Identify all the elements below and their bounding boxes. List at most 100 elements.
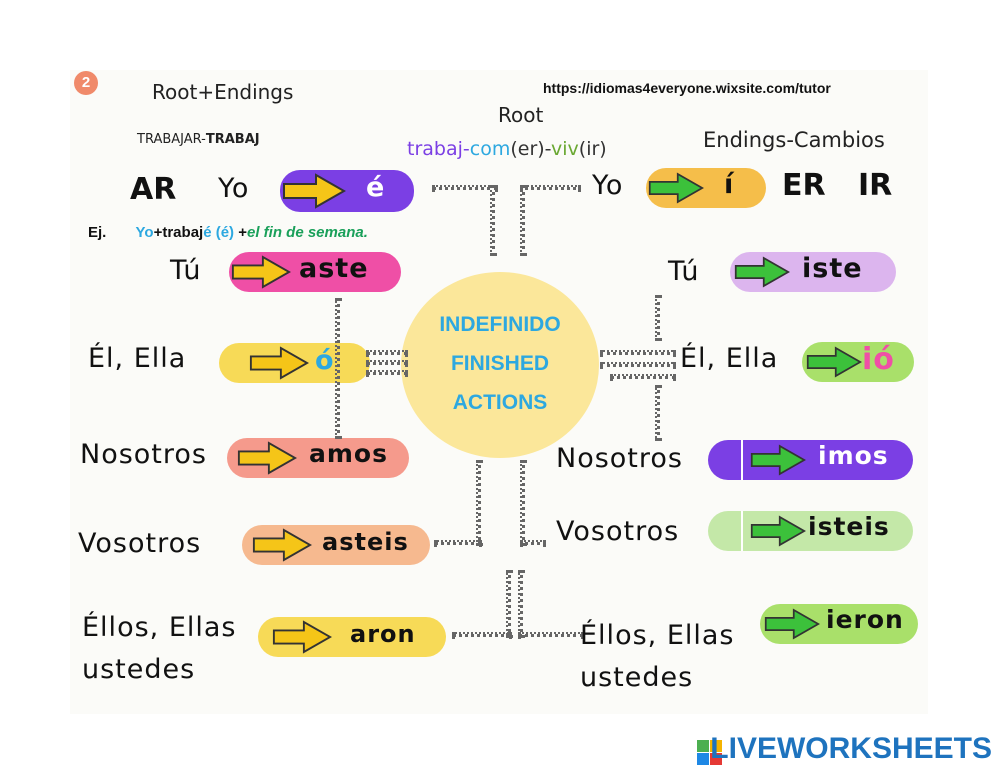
right-ustedes-pronoun: ustedes xyxy=(580,662,694,693)
connector xyxy=(520,540,546,545)
connector xyxy=(476,460,481,546)
connector xyxy=(506,570,511,638)
root-com: com xyxy=(469,138,511,160)
right-nosotros-ending-pill: imos xyxy=(708,440,913,480)
right-nosotros-pronoun: Nosotros xyxy=(556,443,683,474)
page-number-badge: 2 xyxy=(74,71,98,95)
left-yo-pronoun: Yo xyxy=(218,173,250,204)
right-yo-pronoun: Yo xyxy=(592,170,624,201)
right-el-pronoun: Él, Ella xyxy=(680,343,779,374)
yellow-arrow-icon xyxy=(272,620,332,654)
right-ellos-pronoun: Éllos, Ellas xyxy=(580,620,735,651)
left-yo-ending: é xyxy=(366,172,386,203)
connector xyxy=(518,632,584,637)
connector xyxy=(366,360,408,365)
ir-label: IR xyxy=(858,168,893,203)
green-arrow-icon xyxy=(734,256,790,288)
pill-divider xyxy=(741,440,743,480)
right-ellos-ending-pill: ieron xyxy=(760,604,918,644)
root-er: (er)- xyxy=(510,138,552,160)
tutor-url-link[interactable]: https://idiomas4everyone.wixsite.com/tut… xyxy=(543,80,831,96)
left-ellos-ending-pill: aron xyxy=(258,617,446,657)
pill-divider xyxy=(741,511,743,551)
left-el-ending: ó xyxy=(315,345,335,376)
root-viv: viv xyxy=(551,138,579,160)
left-el-ending-pill: ó xyxy=(219,343,370,383)
connector xyxy=(655,295,660,341)
center-circle xyxy=(401,272,599,458)
left-nosotros-ending: amos xyxy=(309,439,388,468)
green-arrow-icon xyxy=(764,608,820,640)
connector xyxy=(452,632,512,637)
left-ustedes-pronoun: ustedes xyxy=(82,654,196,685)
connector xyxy=(520,185,525,256)
left-el-pronoun: Él, Ella xyxy=(88,343,187,374)
example-plus: + xyxy=(238,224,247,241)
example-paren: (é) xyxy=(215,224,235,241)
yellow-arrow-icon xyxy=(283,173,346,209)
left-ellos-ending: aron xyxy=(350,620,416,648)
right-ellos-ending: ieron xyxy=(826,605,904,634)
connector xyxy=(366,350,408,355)
right-el-ending-pill: ió xyxy=(802,342,914,382)
example-e: é xyxy=(203,224,212,241)
left-vosotros-pronoun: Vosotros xyxy=(78,528,202,559)
center-line1: INDEFINIDO xyxy=(439,313,561,336)
liveworksheets-logo-icon xyxy=(697,740,723,766)
connector xyxy=(610,374,676,379)
connector xyxy=(520,460,525,546)
example-ej: Ej. xyxy=(88,224,107,241)
right-vosotros-pronoun: Vosotros xyxy=(556,516,680,547)
left-tu-ending-pill: aste xyxy=(229,252,401,292)
trabaj-root: TRABAJ xyxy=(205,132,260,147)
green-arrow-icon xyxy=(750,444,806,476)
roots-line: trabaj-com(er)-viv(ir) xyxy=(407,138,607,160)
root-trabaj: trabaj- xyxy=(407,138,470,160)
green-arrow-icon xyxy=(648,172,704,204)
green-arrow-icon xyxy=(750,515,806,547)
left-vosotros-ending: asteis xyxy=(322,528,409,556)
right-nosotros-ending: imos xyxy=(818,441,889,470)
example-yo: Yo xyxy=(135,224,154,241)
left-nosotros-pronoun: Nosotros xyxy=(80,439,207,470)
yellow-arrow-icon xyxy=(231,255,291,289)
root-ir: (ir) xyxy=(578,138,607,160)
example-trabaj: +trabaj xyxy=(153,224,204,241)
right-tu-ending-pill: iste xyxy=(730,252,896,292)
center-line2: FINISHED xyxy=(450,352,549,375)
left-tu-pronoun: Tú xyxy=(170,255,202,286)
right-yo-ending: í xyxy=(724,169,735,200)
yellow-arrow-icon xyxy=(237,441,297,475)
left-ellos-pronoun: Éllos, Ellas xyxy=(82,612,237,643)
example-rest: el fin de semana. xyxy=(247,224,368,241)
trabajar-label: TRABAJAR- xyxy=(137,132,206,147)
center-line3: ACTIONS xyxy=(452,391,548,414)
brand-wordmark: LIVEWORKSHEETS xyxy=(710,732,992,765)
right-vosotros-ending: isteis xyxy=(808,512,890,541)
ar-label: AR xyxy=(130,172,177,207)
trabajar-root-example: TRABAJAR-TRABAJ xyxy=(137,132,260,147)
left-vosotros-ending-pill: asteis xyxy=(242,525,430,565)
yellow-arrow-icon xyxy=(252,528,312,562)
connector xyxy=(600,350,676,355)
title: Root+Endings xyxy=(152,80,294,104)
green-arrow-icon xyxy=(806,346,862,378)
right-tu-ending: iste xyxy=(802,253,863,284)
example-sentence: Ej. Yo+trabajé (é) +el fin de semana. xyxy=(88,224,368,241)
connector xyxy=(366,370,408,375)
yellow-arrow-icon xyxy=(249,346,309,380)
er-label: ER xyxy=(782,168,826,203)
root-label: Root xyxy=(498,103,544,127)
connector xyxy=(490,185,495,256)
connector xyxy=(432,185,498,190)
connector xyxy=(600,362,676,367)
left-nosotros-ending-pill: amos xyxy=(227,438,409,478)
connector xyxy=(518,570,523,638)
connector xyxy=(335,298,340,439)
right-tu-pronoun: Tú xyxy=(668,256,700,287)
left-tu-ending: aste xyxy=(299,253,369,284)
connector xyxy=(434,540,482,545)
right-yo-ending-pill: í xyxy=(646,168,766,208)
left-yo-ending-pill: é xyxy=(280,170,414,212)
connector xyxy=(520,185,581,190)
